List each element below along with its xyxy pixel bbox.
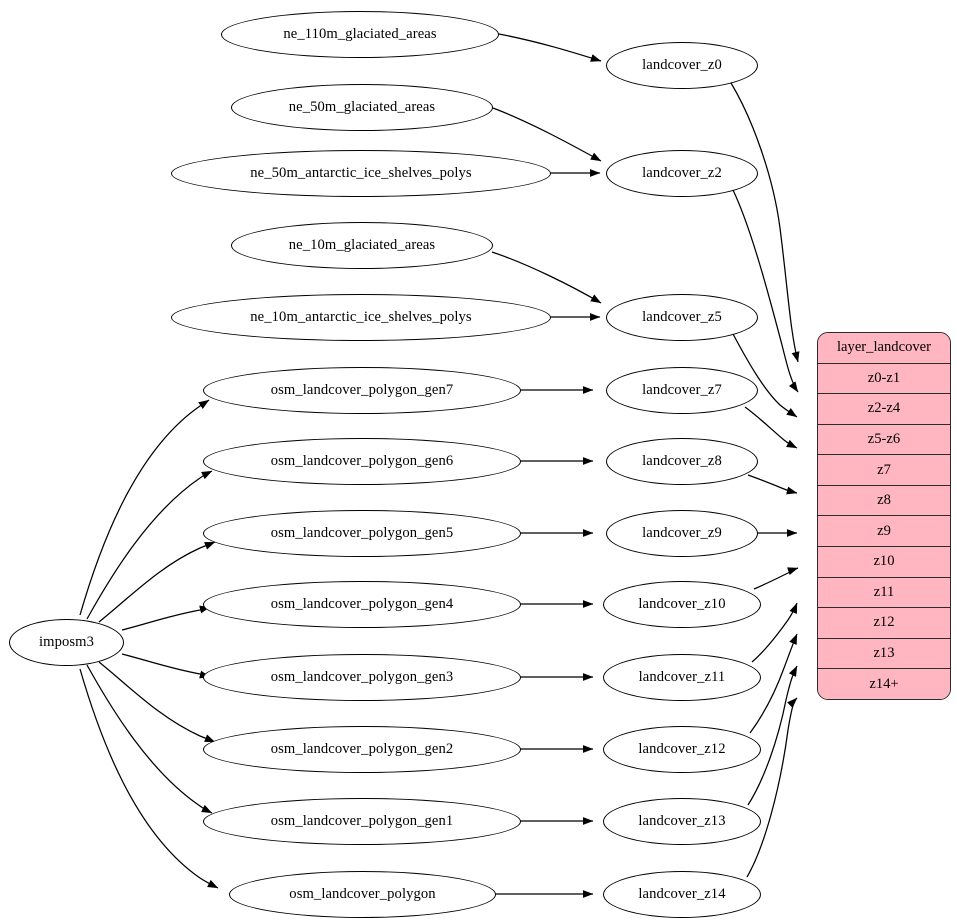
node-label: landcover_z9 bbox=[642, 525, 722, 541]
node-osm-landcover-polygon-gen3[interactable]: osm_landcover_polygon_gen3 bbox=[203, 654, 521, 701]
record-row-label: z0-z1 bbox=[867, 369, 901, 386]
node-label: osm_landcover_polygon_gen7 bbox=[270, 382, 454, 398]
record-row-label: z12 bbox=[873, 614, 895, 631]
record-row-label: z11 bbox=[873, 583, 895, 600]
node-label: imposm3 bbox=[38, 634, 95, 650]
node-label: osm_landcover_polygon_gen2 bbox=[270, 741, 454, 757]
node-label: osm_landcover_polygon_gen3 bbox=[270, 669, 454, 685]
record-row-z5-z6[interactable]: z5-z6 bbox=[818, 424, 950, 456]
record-row-z2-z4[interactable]: z2-z4 bbox=[818, 394, 950, 425]
record-header: layer_landcover bbox=[818, 333, 950, 364]
record-header-label: layer_landcover bbox=[837, 339, 931, 356]
node-label: landcover_z8 bbox=[642, 453, 722, 469]
node-label: landcover_z12 bbox=[638, 741, 726, 757]
node-landcover-z10[interactable]: landcover_z10 bbox=[603, 581, 761, 628]
node-label: osm_landcover_polygon_gen4 bbox=[270, 596, 454, 612]
node-landcover-z9[interactable]: landcover_z9 bbox=[606, 510, 758, 557]
record-row-label: z7 bbox=[877, 461, 891, 478]
node-osm-landcover-polygon-gen2[interactable]: osm_landcover_polygon_gen2 bbox=[203, 726, 521, 773]
record-row-label: z13 bbox=[873, 645, 895, 662]
node-landcover-z5[interactable]: landcover_z5 bbox=[606, 294, 758, 341]
node-label: landcover_z5 bbox=[642, 309, 722, 325]
record-row-label: z14+ bbox=[869, 675, 899, 692]
record-row-z7[interactable]: z7 bbox=[818, 455, 950, 486]
node-label: ne_50m_antarctic_ice_shelves_polys bbox=[250, 165, 472, 181]
node-label: landcover_z11 bbox=[638, 669, 726, 685]
node-label: landcover_z10 bbox=[638, 596, 726, 612]
node-osm-landcover-polygon[interactable]: osm_landcover_polygon bbox=[229, 871, 496, 918]
node-osm-landcover-polygon-gen6[interactable]: osm_landcover_polygon_gen6 bbox=[203, 438, 521, 485]
node-osm-landcover-polygon-gen4[interactable]: osm_landcover_polygon_gen4 bbox=[203, 581, 521, 628]
node-ne-10m-antarctic-ice-shelves-polys[interactable]: ne_10m_antarctic_ice_shelves_polys bbox=[171, 294, 551, 341]
node-label: landcover_z2 bbox=[642, 165, 722, 181]
node-landcover-z2[interactable]: landcover_z2 bbox=[606, 150, 758, 197]
node-landcover-z12[interactable]: landcover_z12 bbox=[603, 726, 761, 773]
record-row-z12[interactable]: z12 bbox=[818, 608, 950, 639]
node-label: ne_10m_glaciated_areas bbox=[288, 237, 436, 253]
node-label: landcover_z14 bbox=[638, 886, 726, 902]
node-label: landcover_z0 bbox=[642, 57, 722, 73]
record-row-z9[interactable]: z9 bbox=[818, 516, 950, 548]
node-osm-landcover-polygon-gen5[interactable]: osm_landcover_polygon_gen5 bbox=[203, 510, 521, 557]
node-landcover-z11[interactable]: landcover_z11 bbox=[603, 654, 761, 701]
node-ne-50m-antarctic-ice-shelves-polys[interactable]: ne_50m_antarctic_ice_shelves_polys bbox=[171, 150, 551, 197]
node-ne-10m-glaciated-areas[interactable]: ne_10m_glaciated_areas bbox=[231, 222, 493, 269]
node-label: ne_50m_glaciated_areas bbox=[288, 99, 436, 115]
node-label: ne_110m_glaciated_areas bbox=[283, 26, 437, 42]
node-label: osm_landcover_polygon_gen1 bbox=[270, 813, 454, 829]
node-imposm3[interactable]: imposm3 bbox=[9, 619, 124, 666]
record-row-z13[interactable]: z13 bbox=[818, 638, 950, 670]
node-label: osm_landcover_polygon_gen5 bbox=[270, 525, 454, 541]
node-ne-50m-glaciated-areas[interactable]: ne_50m_glaciated_areas bbox=[231, 84, 493, 131]
node-layer-landcover-record[interactable]: layer_landcover z0-z1 z2-z4 z5-z6 z7 z8 … bbox=[817, 332, 951, 700]
record-row-z8[interactable]: z8 bbox=[818, 485, 950, 517]
node-label: osm_landcover_polygon bbox=[289, 886, 436, 902]
node-osm-landcover-polygon-gen7[interactable]: osm_landcover_polygon_gen7 bbox=[203, 367, 521, 414]
node-landcover-z0[interactable]: landcover_z0 bbox=[606, 42, 758, 89]
record-row-label: z8 bbox=[877, 492, 891, 509]
node-label: landcover_z13 bbox=[638, 813, 726, 829]
node-landcover-z8[interactable]: landcover_z8 bbox=[606, 438, 758, 485]
record-row-z10[interactable]: z10 bbox=[818, 547, 950, 578]
record-row-z0-z1[interactable]: z0-z1 bbox=[818, 363, 950, 395]
record-row-label: z10 bbox=[873, 553, 895, 570]
node-label: ne_10m_antarctic_ice_shelves_polys bbox=[250, 309, 472, 325]
record-row-label: z9 bbox=[877, 522, 891, 539]
node-landcover-z14[interactable]: landcover_z14 bbox=[603, 871, 761, 918]
node-landcover-z13[interactable]: landcover_z13 bbox=[603, 798, 761, 845]
node-label: landcover_z7 bbox=[642, 382, 722, 398]
record-row-label: z2-z4 bbox=[867, 400, 901, 417]
record-row-z14-plus[interactable]: z14+ bbox=[818, 669, 950, 699]
record-row-z11[interactable]: z11 bbox=[818, 577, 950, 609]
node-osm-landcover-polygon-gen1[interactable]: osm_landcover_polygon_gen1 bbox=[203, 798, 521, 845]
node-landcover-z7[interactable]: landcover_z7 bbox=[606, 367, 758, 414]
node-label: osm_landcover_polygon_gen6 bbox=[270, 453, 454, 469]
record-row-label: z5-z6 bbox=[867, 431, 901, 448]
node-ne-110m-glaciated-areas[interactable]: ne_110m_glaciated_areas bbox=[221, 11, 499, 58]
